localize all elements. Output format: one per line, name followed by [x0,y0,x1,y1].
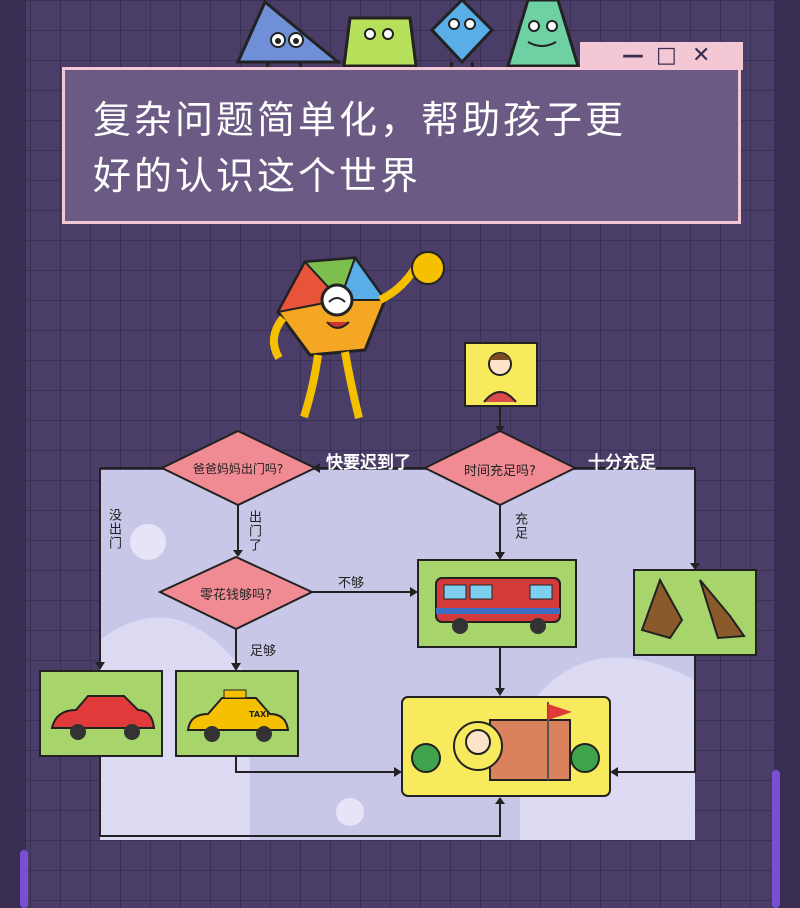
bus-window [529,584,553,600]
bus-wheel [452,618,468,634]
school-flag [548,704,572,720]
decision-parents-text: 爸爸妈妈出门吗? [192,462,284,476]
left-accent-bar [20,850,28,908]
student-body [483,391,517,403]
close-icon[interactable]: ✕ [692,43,711,68]
tree [411,743,441,773]
flow-arrowheads [95,426,700,804]
bus-window [443,584,467,600]
cone-character [505,0,581,68]
taxi-wheel [204,726,220,742]
hexagon-mascot [269,251,445,419]
tree [570,743,600,773]
right-border-strip [774,0,800,908]
title-panel: 复杂问题简单化，帮助孩子更 好的认识这个世界 [62,67,741,224]
flow-connectors [99,406,696,837]
right-accent-bar [772,770,780,908]
decor-bubble [130,524,166,560]
taxi-body [186,697,290,731]
car-body [50,695,156,729]
decision-money-text: 零花钱够吗? [200,588,272,603]
label-not-out: 没出门 [106,508,121,550]
title-line-1: 复杂问题简单化，帮助孩子更 [93,98,627,142]
page-title: 复杂问题简单化，帮助孩子更 好的认识这个世界 [93,92,723,204]
student-hair [489,353,511,360]
bus-stripe [436,608,560,614]
label-not-enough: 不够 [338,576,365,591]
maximize-icon[interactable]: □ [656,43,677,68]
triangle-character [235,0,343,76]
taxi-sign-text: TAXI [249,710,270,719]
label-out: 出门了 [246,510,261,552]
title-line-2: 好的认识这个世界 [93,154,422,198]
window-control-bar [580,42,743,70]
walking-leg [699,579,746,640]
car-wheel [124,724,140,740]
walking-leg [640,577,684,640]
bus-wheel [530,618,546,634]
student-face [465,729,491,755]
left-border-strip [0,0,26,908]
decision-time-text: 时间充足吗? [464,464,536,479]
car-wheel [70,724,86,740]
taxi-wheel [256,726,272,742]
decor-bubble [336,798,364,826]
label-late: 快要迟到了 [326,453,411,473]
taxi-roof-sign [223,689,247,699]
bus-window [469,584,493,600]
minimize-icon[interactable]: — [622,43,644,68]
label-enough-money: 足够 [250,644,277,659]
label-plenty: 十分充足 [588,453,656,473]
label-enough-time: 充足 [512,512,527,540]
